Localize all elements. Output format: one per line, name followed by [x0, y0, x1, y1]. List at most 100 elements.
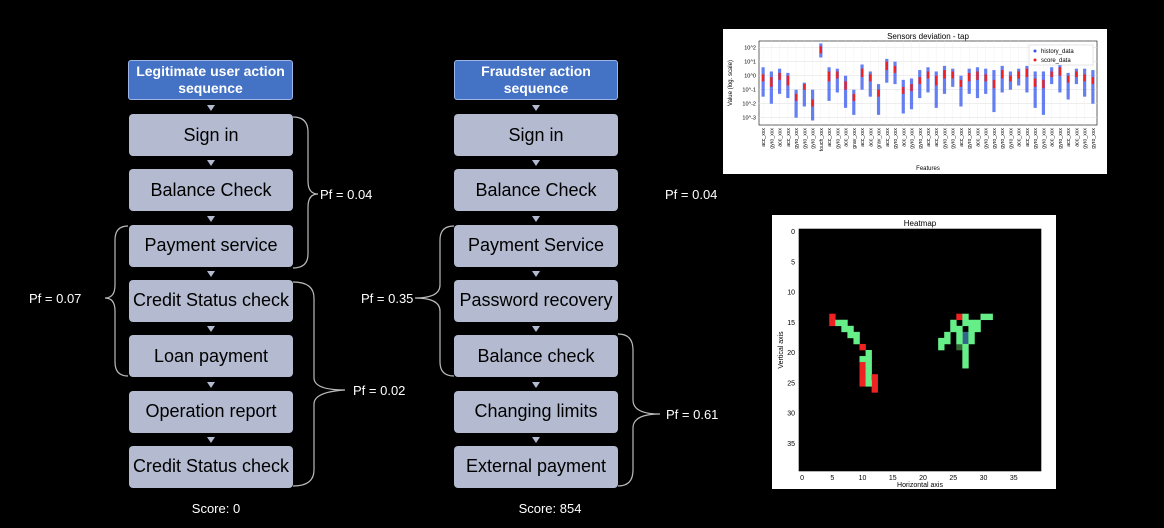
score-data-mark: [819, 46, 823, 54]
heatmap-cell: [944, 337, 951, 345]
heatmap-y-tick: 20: [787, 350, 795, 357]
heatmap-cell: [841, 319, 848, 327]
legend-history-label: history_data: [1041, 49, 1074, 55]
heatmap-cell: [859, 380, 866, 387]
heatmap-cell: [956, 313, 963, 321]
sensors-x-tick: gyro_xxx: [893, 128, 899, 149]
history-data-mark: [778, 68, 782, 94]
heatmap-cell: [962, 362, 969, 369]
history-data-mark: [975, 67, 980, 99]
sensors-x-tick: gyro_xxx: [951, 128, 957, 149]
sensors-chart: Sensors deviation - tap 10^2 10^1 10^0 10^-1…: [728, 32, 1098, 172]
history-data-mark: [885, 58, 889, 83]
sensors-chart-title: Sensors deviation - tap: [887, 32, 969, 41]
score-data-mark: [885, 61, 888, 71]
sensors-x-tick: acc_xxx: [844, 128, 850, 147]
history-data-mark: [893, 61, 897, 85]
heatmap-cell: [962, 343, 969, 351]
sensors-x-tick: gyro_xxx: [835, 128, 841, 149]
sensors-x-tick: gyro_xxx: [769, 128, 775, 149]
sensors-x-tick: gyro_xxx: [1000, 128, 1006, 149]
right-flow-header: Fraudster action sequence: [454, 60, 618, 100]
right-score: Score: 854: [518, 501, 582, 516]
score-data-mark: [951, 71, 954, 79]
heatmap-cell: [871, 380, 878, 387]
sensors-x-tick: gyro_xxx: [811, 128, 817, 149]
pf-right-3: Pf = 0.61: [666, 407, 719, 422]
right-step-2: Balance Check: [454, 169, 618, 212]
score-data-mark: [992, 79, 996, 89]
sensors-x-tick: gyro_xxx: [1058, 128, 1064, 149]
sensors-y-tick: 10^-1: [742, 88, 756, 94]
heatmap-cell: [962, 319, 969, 327]
history-data-mark: [901, 79, 905, 114]
sensors-x-tick: acc_xxx: [934, 128, 940, 147]
right-arrow-5: [532, 326, 540, 333]
sensors-y-tick: 10^0: [744, 74, 756, 80]
score-data-mark: [844, 81, 847, 90]
history-data-mark: [876, 84, 881, 115]
history-data-mark: [1058, 63, 1062, 93]
score-data-mark: [778, 72, 781, 80]
heatmap-x-tick: 15: [889, 475, 897, 482]
left-step-6: Operation report: [129, 390, 293, 433]
bracket-left-1: [292, 116, 319, 269]
history-data-mark: [761, 67, 765, 97]
score-data-mark: [902, 86, 905, 94]
sensors-x-tick: acc_xxx: [1066, 128, 1072, 147]
history-data-mark: [835, 68, 839, 93]
heatmap-cell: [859, 356, 866, 363]
sensors-legend: [1028, 44, 1094, 66]
history-data-mark: [942, 65, 947, 94]
heatmap-cell: [962, 356, 969, 363]
heatmap-x-label: Horizontal axis: [897, 482, 943, 489]
score-data-mark: [1009, 75, 1012, 82]
right-arrow-6: [532, 381, 540, 388]
pf-left-3: Pf = 0.02: [353, 383, 406, 398]
sensors-x-tick: gyro_xxx: [1033, 128, 1039, 149]
score-data-mark: [770, 77, 773, 87]
sensors-x-tick: gyro_xxx: [942, 128, 948, 149]
right-arrow-4: [532, 270, 540, 277]
right-step-5: Balance check: [454, 335, 618, 378]
right-arrow-3: [532, 215, 540, 222]
right-arrow-1: [532, 105, 540, 111]
heatmap-cell: [829, 313, 836, 321]
sensors-x-tick: acc_xxx: [860, 128, 866, 147]
heatmap-y-tick: 0: [791, 229, 795, 236]
sensors-x-tick: gyro_xxx: [918, 128, 924, 149]
heatmap-title: Heatmap: [904, 219, 937, 228]
history-data-mark: [967, 68, 971, 94]
heatmap-y-tick: 30: [787, 411, 795, 418]
score-data-mark: [935, 75, 938, 86]
bracket-right-3: [617, 333, 661, 487]
history-data-mark: [852, 89, 856, 115]
heatmap-x-tick: 0: [800, 475, 804, 482]
sensors-x-tick: acc_xxx: [868, 128, 874, 147]
heatmap-cell: [859, 368, 866, 375]
history-data-mark: [926, 67, 930, 93]
sensors-y-label: Value (log. scale): [728, 60, 734, 106]
score-data-mark: [1083, 74, 1086, 82]
history-data-mark: [1000, 65, 1004, 93]
heatmap-cell: [962, 331, 969, 339]
sensors-x-tick: gyro_xxx: [992, 128, 998, 149]
score-data-mark: [860, 68, 864, 78]
score-data-mark: [959, 79, 963, 87]
sensors-x-tick: acc_xxx: [1025, 128, 1031, 147]
score-data-mark: [968, 72, 971, 82]
score-data-mark: [852, 93, 856, 101]
left-arrow-6: [207, 381, 215, 388]
score-data-mark: [1042, 79, 1045, 89]
score-data-mark: [827, 71, 831, 82]
heatmap-cell: [980, 313, 987, 321]
history-data-mark: [1083, 68, 1087, 97]
heatmap-cell: [962, 337, 969, 345]
heatmap-cell: [968, 325, 975, 333]
bracket-right-2: [414, 225, 455, 377]
sensors-y-tick: 10^1: [744, 60, 756, 66]
sensors-y-tick: 10^2: [744, 46, 756, 52]
score-data-mark: [1050, 71, 1053, 78]
